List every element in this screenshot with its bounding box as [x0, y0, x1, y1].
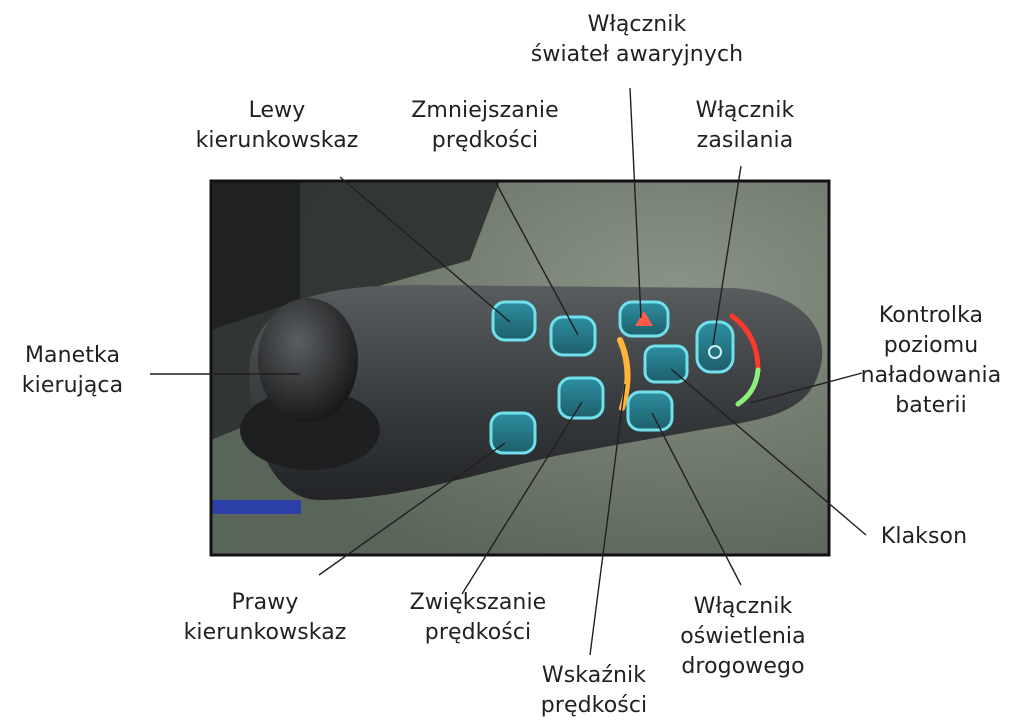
controller-photo	[211, 181, 829, 555]
label-left-indicator: Lewy kierunkowskaz	[172, 96, 382, 156]
blue-frame-detail	[211, 500, 301, 514]
label-battery-indicator: Kontrolka poziomu naładowania baterii	[855, 301, 1007, 421]
label-power-switch: Włącznik zasilania	[655, 96, 835, 156]
label-right-indicator: Prawy kierunkowskaz	[160, 588, 370, 648]
label-hazard-switch: Włącznik świateł awaryjnych	[522, 10, 752, 70]
label-joystick: Manetka kierująca	[0, 341, 145, 401]
label-road-lights-switch: Włącznik oświetlenia drogowego	[648, 592, 838, 682]
button-speed-increase	[559, 378, 603, 418]
joystick-knob	[258, 298, 358, 422]
button-road-lights	[628, 392, 672, 430]
button-hazard	[620, 302, 668, 336]
label-speed-decrease: Zmniejszanie prędkości	[385, 96, 585, 156]
label-speed-increase: Zwiększanie prędkości	[378, 588, 578, 648]
button-right-indicator	[491, 413, 535, 453]
button-speed-decrease	[551, 317, 595, 355]
button-left-indicator	[493, 302, 535, 340]
label-horn: Klakson	[868, 522, 980, 552]
